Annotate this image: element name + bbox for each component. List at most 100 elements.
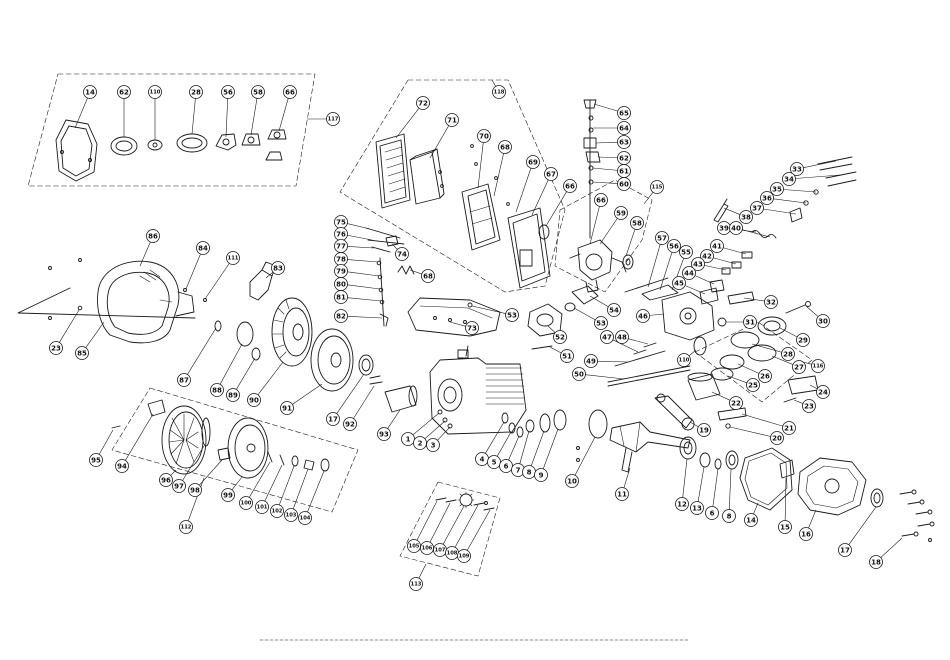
callout-42: 42	[700, 249, 714, 263]
callout-leader	[773, 198, 807, 204]
callout-label: 24	[818, 388, 828, 396]
callout-circle	[572, 367, 586, 381]
callout-label: 8	[727, 512, 732, 520]
callout-circle	[251, 85, 265, 99]
callout-leader	[595, 141, 618, 144]
callout-circle	[445, 113, 459, 127]
callout-circle	[255, 500, 269, 514]
callout-label: 21	[784, 424, 794, 432]
group-box-116	[694, 321, 813, 403]
callout-leader	[225, 98, 229, 138]
air-filter-parts	[375, 133, 551, 289]
callout-label: 17	[328, 415, 338, 423]
callout-leader	[449, 321, 466, 327]
callout-circle	[679, 245, 693, 259]
callout-circle	[697, 423, 711, 437]
callout-label: 48	[617, 333, 627, 341]
callout-leader	[412, 412, 440, 436]
callout-label: 18	[871, 558, 881, 566]
callout-circle	[615, 487, 629, 501]
callout-leader	[347, 223, 371, 230]
callout-circle	[89, 453, 103, 467]
callout-label: 71	[447, 116, 457, 124]
ring-87	[214, 320, 222, 332]
callout-circle	[188, 483, 202, 497]
callout-label: 117	[328, 116, 339, 122]
callout-label: 13	[692, 504, 702, 512]
callout-26: 26	[758, 369, 772, 383]
callout-71: 71	[445, 113, 459, 127]
plate-56-part	[215, 133, 237, 151]
callout-label: 105	[409, 543, 420, 549]
group-box-117	[27, 73, 316, 187]
callout-circle	[615, 330, 629, 344]
callout-8: 8	[522, 465, 536, 479]
callout-53: 53	[594, 316, 608, 330]
callout-label: 58	[632, 219, 642, 227]
callout-circle	[189, 85, 203, 99]
flywheel-91	[310, 328, 354, 392]
callout-label: 103	[286, 512, 297, 518]
callout-label: 88	[212, 386, 222, 394]
callout-leader	[659, 252, 673, 291]
clip-20	[725, 423, 731, 429]
callout-113: 113	[409, 577, 423, 591]
screw-92	[369, 375, 383, 385]
callout-circle	[677, 353, 691, 367]
callout-circle	[343, 417, 357, 431]
callout-leader	[418, 563, 427, 579]
part-102	[291, 455, 299, 467]
callout-115: 115	[650, 180, 664, 194]
callout-circle	[334, 290, 348, 304]
callout-77: 77	[334, 239, 348, 253]
callout-leader	[625, 229, 636, 257]
callout-label: 82	[336, 312, 346, 320]
callout-label: 110	[679, 357, 690, 363]
callout-leader	[347, 284, 381, 290]
plate-24	[787, 375, 819, 395]
callout-74: 74	[395, 247, 409, 261]
callout-46: 46	[636, 309, 650, 323]
callout-label: 2	[418, 439, 423, 447]
callout-28: 28	[781, 347, 795, 361]
callout-circle	[148, 85, 162, 99]
flange-29	[757, 316, 787, 336]
screw-47	[633, 349, 647, 355]
callout-14: 14	[83, 85, 97, 99]
callout-61: 61	[617, 164, 631, 178]
callout-circle	[781, 347, 795, 361]
callout-circle	[421, 269, 435, 283]
callout-leader	[880, 537, 903, 558]
callout-63: 63	[617, 135, 631, 149]
callout-circle	[655, 231, 669, 245]
callout-label: 9	[539, 471, 544, 479]
callout-93: 93	[377, 427, 391, 441]
callout-circle	[750, 201, 764, 215]
callout-41: 41	[710, 239, 724, 253]
throttle-linkage	[365, 227, 405, 327]
callout-99: 99	[221, 488, 235, 502]
callout-label: 14	[85, 88, 95, 96]
callout-circle	[280, 401, 294, 415]
callout-label: 79	[336, 267, 346, 275]
callout-108: 108	[445, 546, 459, 560]
seal-12	[679, 436, 697, 460]
callout-30: 30	[816, 314, 830, 328]
callout-31: 31	[743, 315, 757, 329]
ring-110	[693, 336, 707, 356]
spark-plug-38	[713, 198, 729, 223]
fan-housing-86	[97, 260, 195, 344]
callout-label: 90	[249, 396, 259, 404]
group-113-parts	[435, 491, 495, 511]
callout-circle	[221, 85, 235, 99]
recoil-starter-parts	[111, 399, 330, 479]
callout-circle	[221, 488, 235, 502]
callout-circle	[426, 438, 440, 452]
callout-circle	[690, 501, 704, 515]
callout-leader	[694, 275, 715, 285]
callout-13: 13	[690, 501, 704, 515]
callout-43: 43	[691, 257, 705, 271]
ring-31	[717, 317, 727, 327]
callout-label: 68	[423, 272, 433, 280]
callout-17: 17	[838, 543, 852, 557]
